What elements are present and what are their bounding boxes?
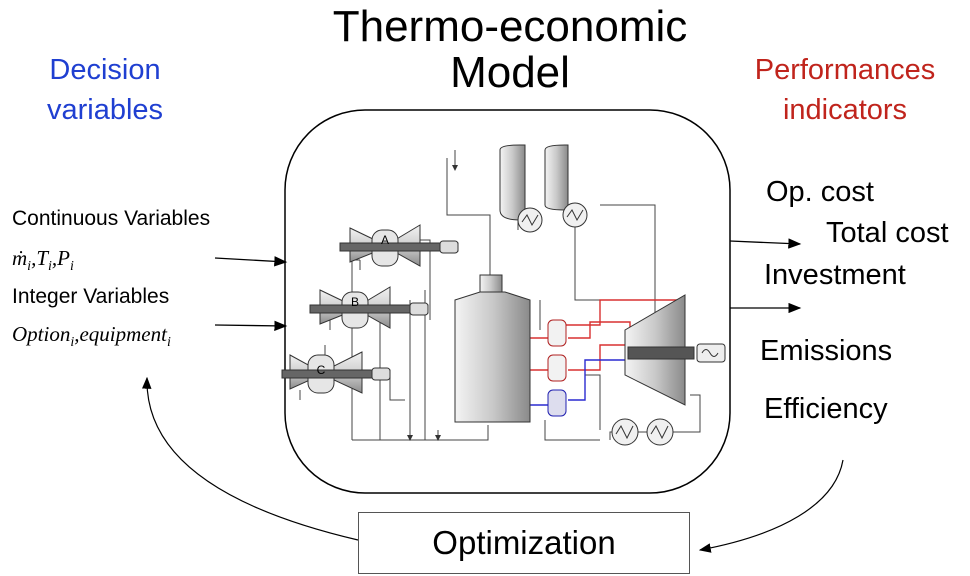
option-symbol: Option (12, 322, 71, 346)
feedback-curve-left (141, 376, 359, 541)
output-efficiency: Efficiency (764, 393, 888, 425)
output-op-cost: Op. cost (766, 176, 874, 208)
separator: , (51, 246, 58, 270)
pressure-symbol: P (57, 246, 70, 270)
heat-exchangers (547, 319, 567, 417)
model-boundary (284, 109, 731, 494)
turbine-label-a: A (381, 233, 389, 247)
index-i: i (70, 335, 75, 351)
index-i: i (48, 259, 52, 275)
right-heading-line-1: Performances (754, 54, 936, 86)
output-emissions: Emissions (760, 335, 893, 367)
input-arrow-integer (214, 320, 288, 332)
right-heading-line-2: indicators (782, 94, 908, 126)
output-total-cost: Total cost (826, 217, 949, 249)
equipment-symbol: equipment (79, 322, 167, 346)
integer-variables-label: Integer Variables (12, 285, 170, 308)
turbine-label-b: B (351, 295, 359, 309)
separator: , (74, 322, 80, 346)
continuous-variables-math: ṁi,Ti,Pi (12, 246, 74, 275)
performance-indicators-heading: Performances indicators (725, 50, 965, 130)
output-arrow-cost (729, 238, 802, 249)
optimization-label: Optimization (432, 524, 616, 561)
mass-flow-symbol: ṁ (12, 246, 28, 270)
steam-turbine (624, 294, 726, 406)
temperature-symbol: T (36, 246, 48, 270)
vessels (499, 144, 588, 233)
lower-exchangers (611, 418, 674, 446)
left-heading-line-1: Decision (49, 54, 161, 86)
continuous-variables-label: Continuous Variables (12, 207, 211, 230)
separator: , (31, 246, 37, 270)
page-title: Thermo-economic Model (260, 4, 760, 96)
output-investment: Investment (764, 259, 906, 291)
index-i: i (27, 259, 32, 275)
boiler (454, 274, 531, 423)
title-line-1: Thermo-economic (332, 2, 688, 51)
input-arrow-continuous (214, 256, 288, 267)
index-i: i (166, 335, 171, 351)
left-heading-line-2: variables (46, 94, 164, 126)
optimization-box: Optimization (358, 512, 690, 574)
integer-variables-math: Optioni,equipmenti (12, 322, 171, 351)
index-i: i (69, 259, 74, 275)
gas-turbine-a (339, 224, 459, 267)
gas-turbine-b (309, 286, 429, 329)
gas-turbine-c (281, 351, 391, 394)
feedback-curve-right (698, 459, 844, 553)
decision-variables-heading: Decision variables (20, 50, 190, 130)
turbine-label-c: C (317, 363, 326, 377)
title-line-2: Model (450, 48, 570, 97)
